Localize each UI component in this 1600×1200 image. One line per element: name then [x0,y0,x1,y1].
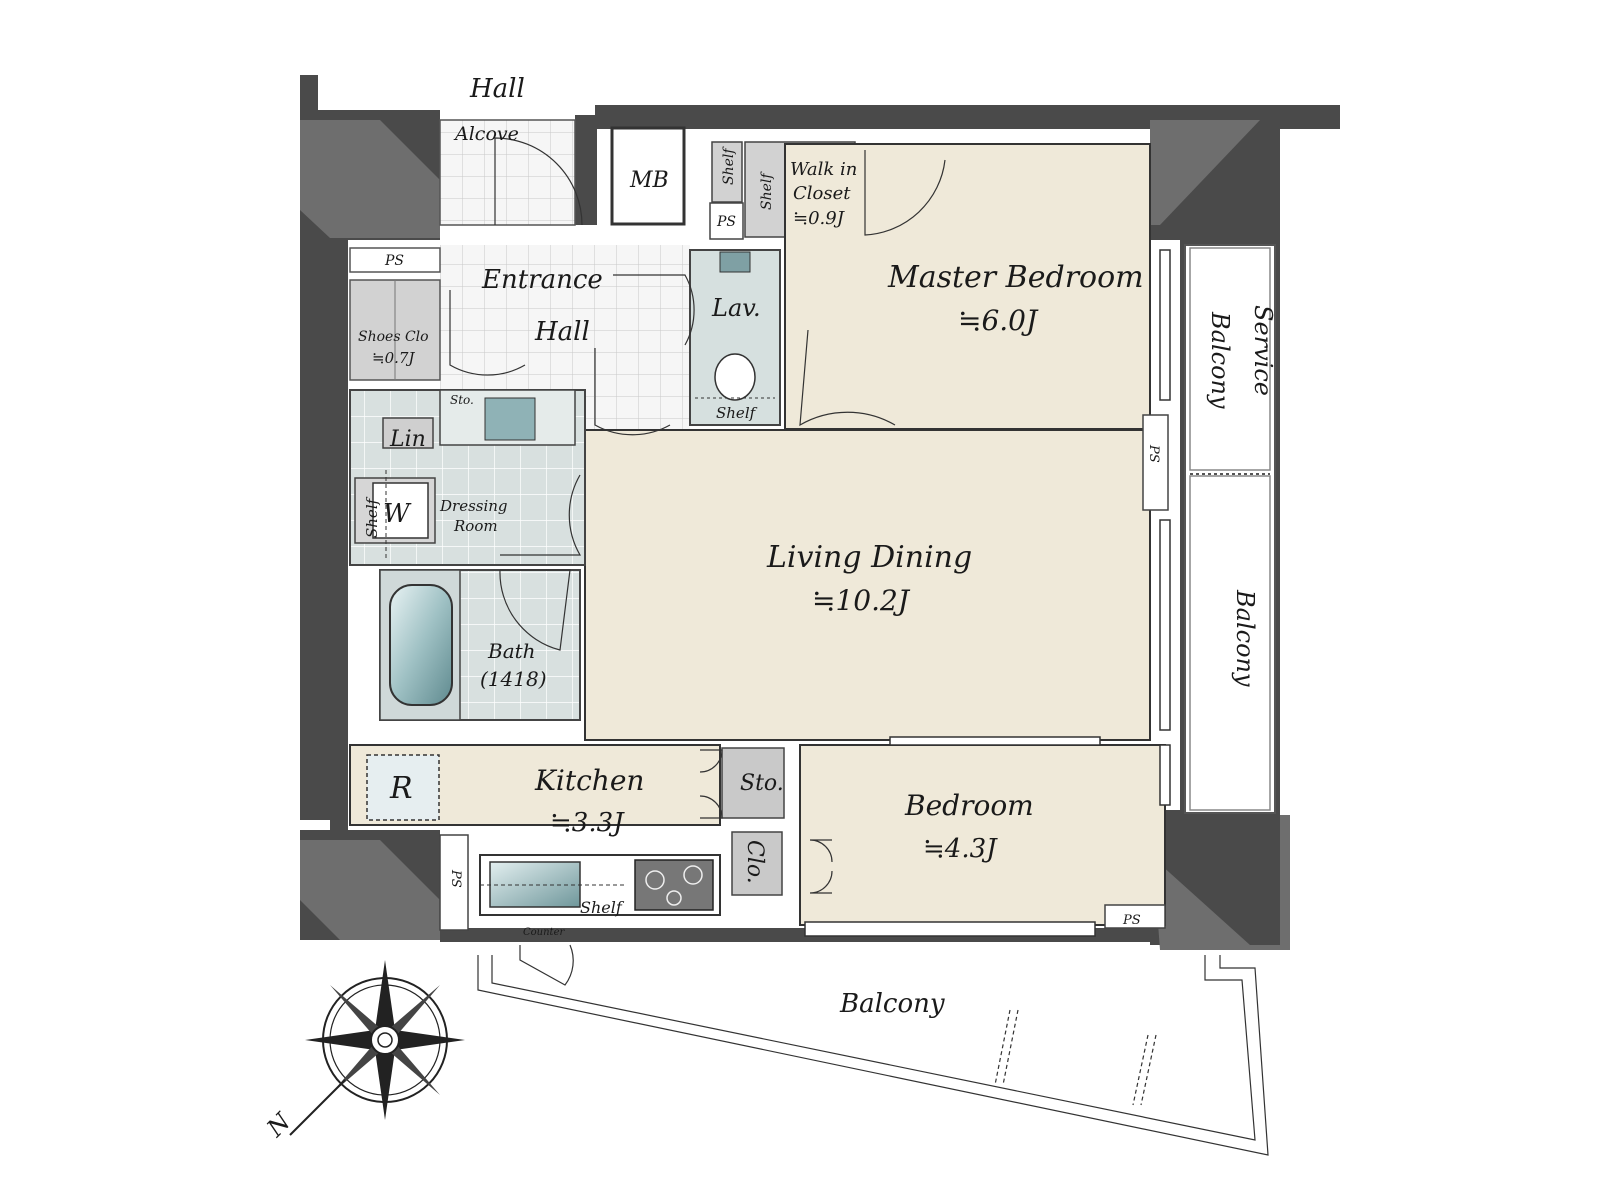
room-labels: Hall Alcove MB Shelf Shelf Walk in Close… [261,74,1277,1143]
label-kitchen-size: ≒3.3J [550,808,625,838]
label-ps-wic: PS [716,214,736,230]
structure-walls [300,75,1340,950]
door-swings [449,137,946,986]
label-sto-dressing: Sto. [450,393,474,407]
label-r: R [389,771,413,806]
label-shelf-wic-1: Shelf [721,146,737,185]
label-living-dining: Living Dining [766,540,972,575]
label-ps-living: PS [1146,444,1161,463]
label-walk-in-closet-1: Walk in [790,159,857,180]
label-dressing-2: Room [453,517,498,535]
label-service-balcony-1: Service [1249,305,1277,396]
label-living-dining-size: ≒10.2J [812,584,911,617]
label-bedroom-size: ≒4.3J [923,834,998,864]
label-alcove: Alcove [453,123,519,145]
label-mb: MB [629,168,669,193]
label-entrance-2: Hall [534,317,590,347]
label-shoes-clo-size: ≒0.7J [372,349,415,367]
bedroom [799,744,1166,926]
label-north: N [261,1107,297,1143]
label-shelf-wic-2: Shelf [759,171,775,210]
label-shelf-lav: Shelf [716,404,758,422]
label-shoes-clo: Shoes Clo [358,329,429,345]
storage-box [721,747,785,819]
label-entrance-1: Entrance [481,265,603,295]
living-dining [584,429,1151,741]
label-balcony-side: Balcony [1231,589,1259,687]
label-sto: Sto. [740,771,784,796]
label-hall: Hall [469,74,525,104]
label-shelf-w: Shelf [363,496,381,538]
label-ps-bedroom: PS [1122,913,1141,928]
label-master-bedroom: Master Bedroom [887,260,1144,295]
bathtub [389,584,453,706]
label-ps-kitchen: PS [448,869,463,888]
label-service-balcony-2: Balcony [1206,311,1234,409]
label-dressing-1: Dressing [439,497,508,515]
label-balcony-bottom: Balcony [839,989,945,1019]
balcony-outline [477,955,1269,1156]
label-lav: Lav. [711,294,761,322]
label-w: W [383,499,412,529]
label-clo: Clo. [742,840,767,884]
label-lin: Lin [389,427,426,452]
label-shelf-kitchen: Shelf [580,898,625,917]
label-counter: Counter [523,927,565,938]
label-ps-entrance: PS [384,253,404,269]
label-bedroom: Bedroom [904,789,1034,822]
compass-rose-icon [289,960,465,1136]
alcove-area [439,119,576,226]
label-walk-in-closet-2: Closet [793,183,851,204]
lavatory [689,249,781,426]
label-walk-in-closet-size: ≒0.9J [793,208,846,229]
closet-box [731,831,783,896]
label-bath: Bath [487,639,536,663]
label-bath-size: (1418) [480,667,547,691]
master-bedroom [784,143,1151,430]
label-kitchen: Kitchen [534,764,644,797]
label-master-bedroom-size: ≒6.0J [958,304,1039,337]
